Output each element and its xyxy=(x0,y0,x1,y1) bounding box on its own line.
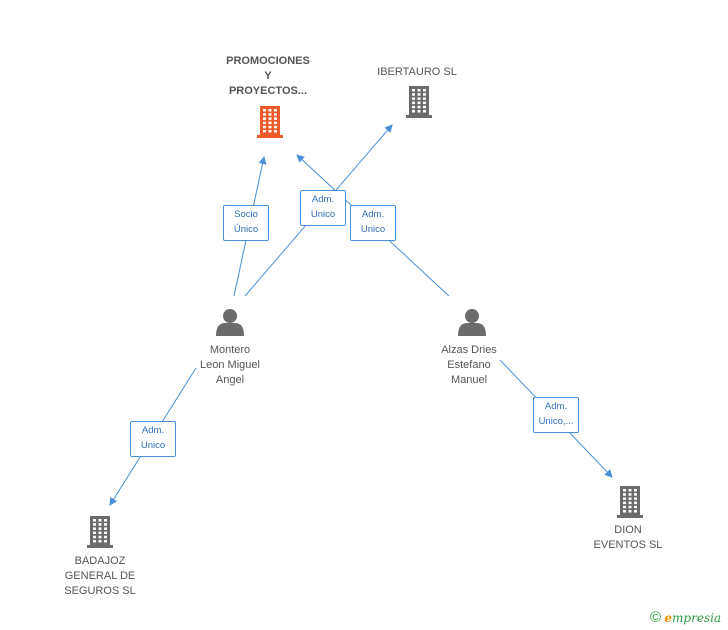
person-icon[interactable] xyxy=(216,309,244,336)
copyright-symbol: © xyxy=(650,609,662,626)
empresia-logo[interactable]: © empresia xyxy=(650,609,721,626)
building-icon[interactable] xyxy=(87,516,113,548)
person-icon[interactable] xyxy=(458,309,486,336)
edge-label-montero-promociones[interactable]: Socio Único xyxy=(223,205,269,241)
node-label-ibertauro[interactable]: IBERTAURO SL xyxy=(377,65,457,78)
edge-label-alzas-promociones[interactable]: Adm. Unico xyxy=(350,205,396,241)
edge-label-montero-ibertauro[interactable]: Adm. Unico xyxy=(300,190,346,226)
edge-label-montero-badajoz[interactable]: Adm. Unico xyxy=(130,421,176,457)
node-label-badajoz[interactable]: BADAJOZ GENERAL DE SEGUROS SL xyxy=(64,554,136,597)
brand-name: mpresia xyxy=(672,611,722,625)
building-icon[interactable] xyxy=(406,86,432,118)
node-label-alzas[interactable]: Alzas Dries Estefano Manuel xyxy=(441,343,497,386)
node-label-dion[interactable]: DION EVENTOS SL xyxy=(593,524,663,551)
edge-label-alzas-dion[interactable]: Adm. Unico,... xyxy=(533,397,579,433)
building-icon[interactable] xyxy=(617,486,643,518)
node-label-montero[interactable]: Montero Leon Miguel Angel xyxy=(200,343,260,386)
building-icon[interactable] xyxy=(257,106,283,138)
brand-initial: e xyxy=(664,611,673,625)
node-label-promociones[interactable]: PROMOCIONES Y PROYECTOS... xyxy=(226,54,310,97)
